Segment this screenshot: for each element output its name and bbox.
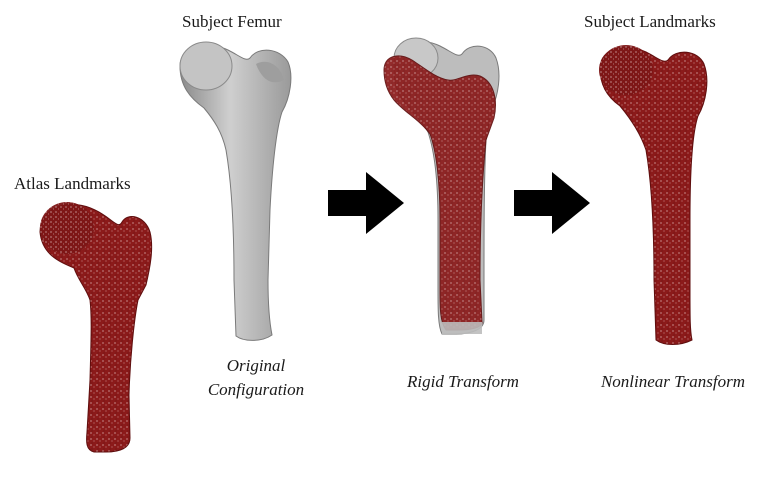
caption-line: Configuration [196,378,316,402]
right-arrow-icon [514,172,590,234]
caption-line: Original [196,354,316,378]
rigid-overlay-femur [384,38,499,334]
subject-femur-label: Subject Femur [182,12,282,32]
rigid-transform-caption: Rigid Transform [388,370,538,394]
atlas-landmarks-label: Atlas Landmarks [14,174,131,194]
subject-femur-bone [180,42,291,340]
subject-landmarks-femur [599,45,707,345]
original-configuration-caption: Original Configuration [196,354,316,402]
atlas-landmarks-femur [40,202,152,452]
right-arrow-icon [328,172,404,234]
subject-landmarks-label: Subject Landmarks [584,12,716,32]
nonlinear-transform-caption: Nonlinear Transform [578,370,768,394]
